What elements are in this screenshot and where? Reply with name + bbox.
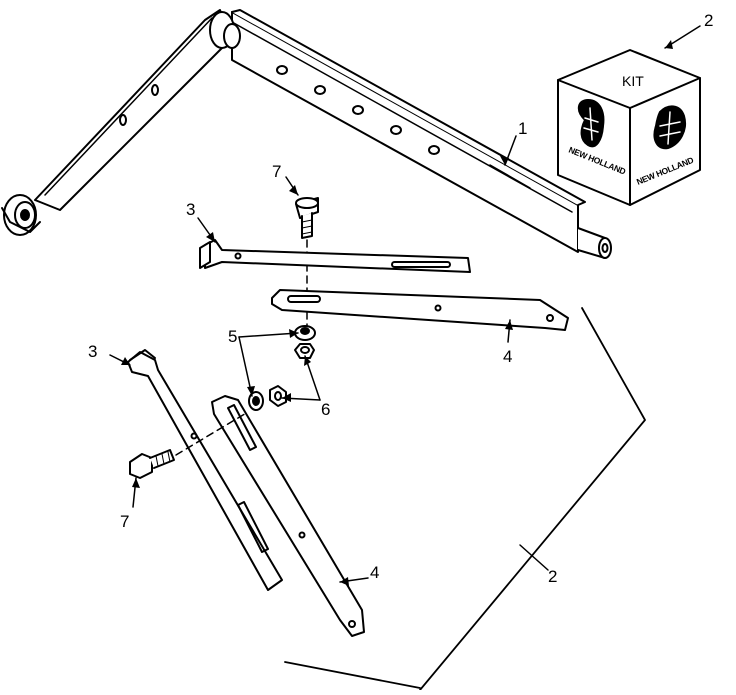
callout-1: 1 bbox=[518, 119, 527, 138]
strap-upper bbox=[271, 289, 569, 331]
nut-center bbox=[294, 343, 315, 359]
callout-2-bracket: 2 bbox=[548, 567, 557, 586]
bolt-lower bbox=[129, 449, 175, 479]
bracket-upper bbox=[199, 239, 471, 273]
callout-7-lower: 7 bbox=[120, 512, 129, 531]
callout-2-kit: 2 bbox=[704, 11, 713, 30]
callout-7-upper: 7 bbox=[272, 162, 281, 181]
strap-lower bbox=[211, 395, 365, 637]
bolt-upper bbox=[295, 197, 319, 239]
callout-4-upper: 4 bbox=[503, 347, 512, 366]
bracket-lower bbox=[127, 349, 283, 591]
callout-labels: 1 2 2 3 3 4 4 5 6 7 7 bbox=[88, 11, 713, 586]
washer-center bbox=[294, 325, 316, 341]
callout-4-lower: 4 bbox=[370, 563, 379, 582]
lift-arm bbox=[1, 9, 612, 259]
callout-5: 5 bbox=[228, 327, 237, 346]
callout-6: 6 bbox=[321, 400, 330, 419]
brand-logo-left bbox=[577, 99, 605, 148]
kit-box bbox=[557, 49, 701, 206]
kit-label: KIT bbox=[622, 73, 644, 89]
callout-3-lower: 3 bbox=[88, 342, 97, 361]
nut-lower bbox=[269, 385, 287, 407]
brand-logo-right bbox=[653, 105, 686, 150]
callout-3-upper: 3 bbox=[186, 200, 195, 219]
